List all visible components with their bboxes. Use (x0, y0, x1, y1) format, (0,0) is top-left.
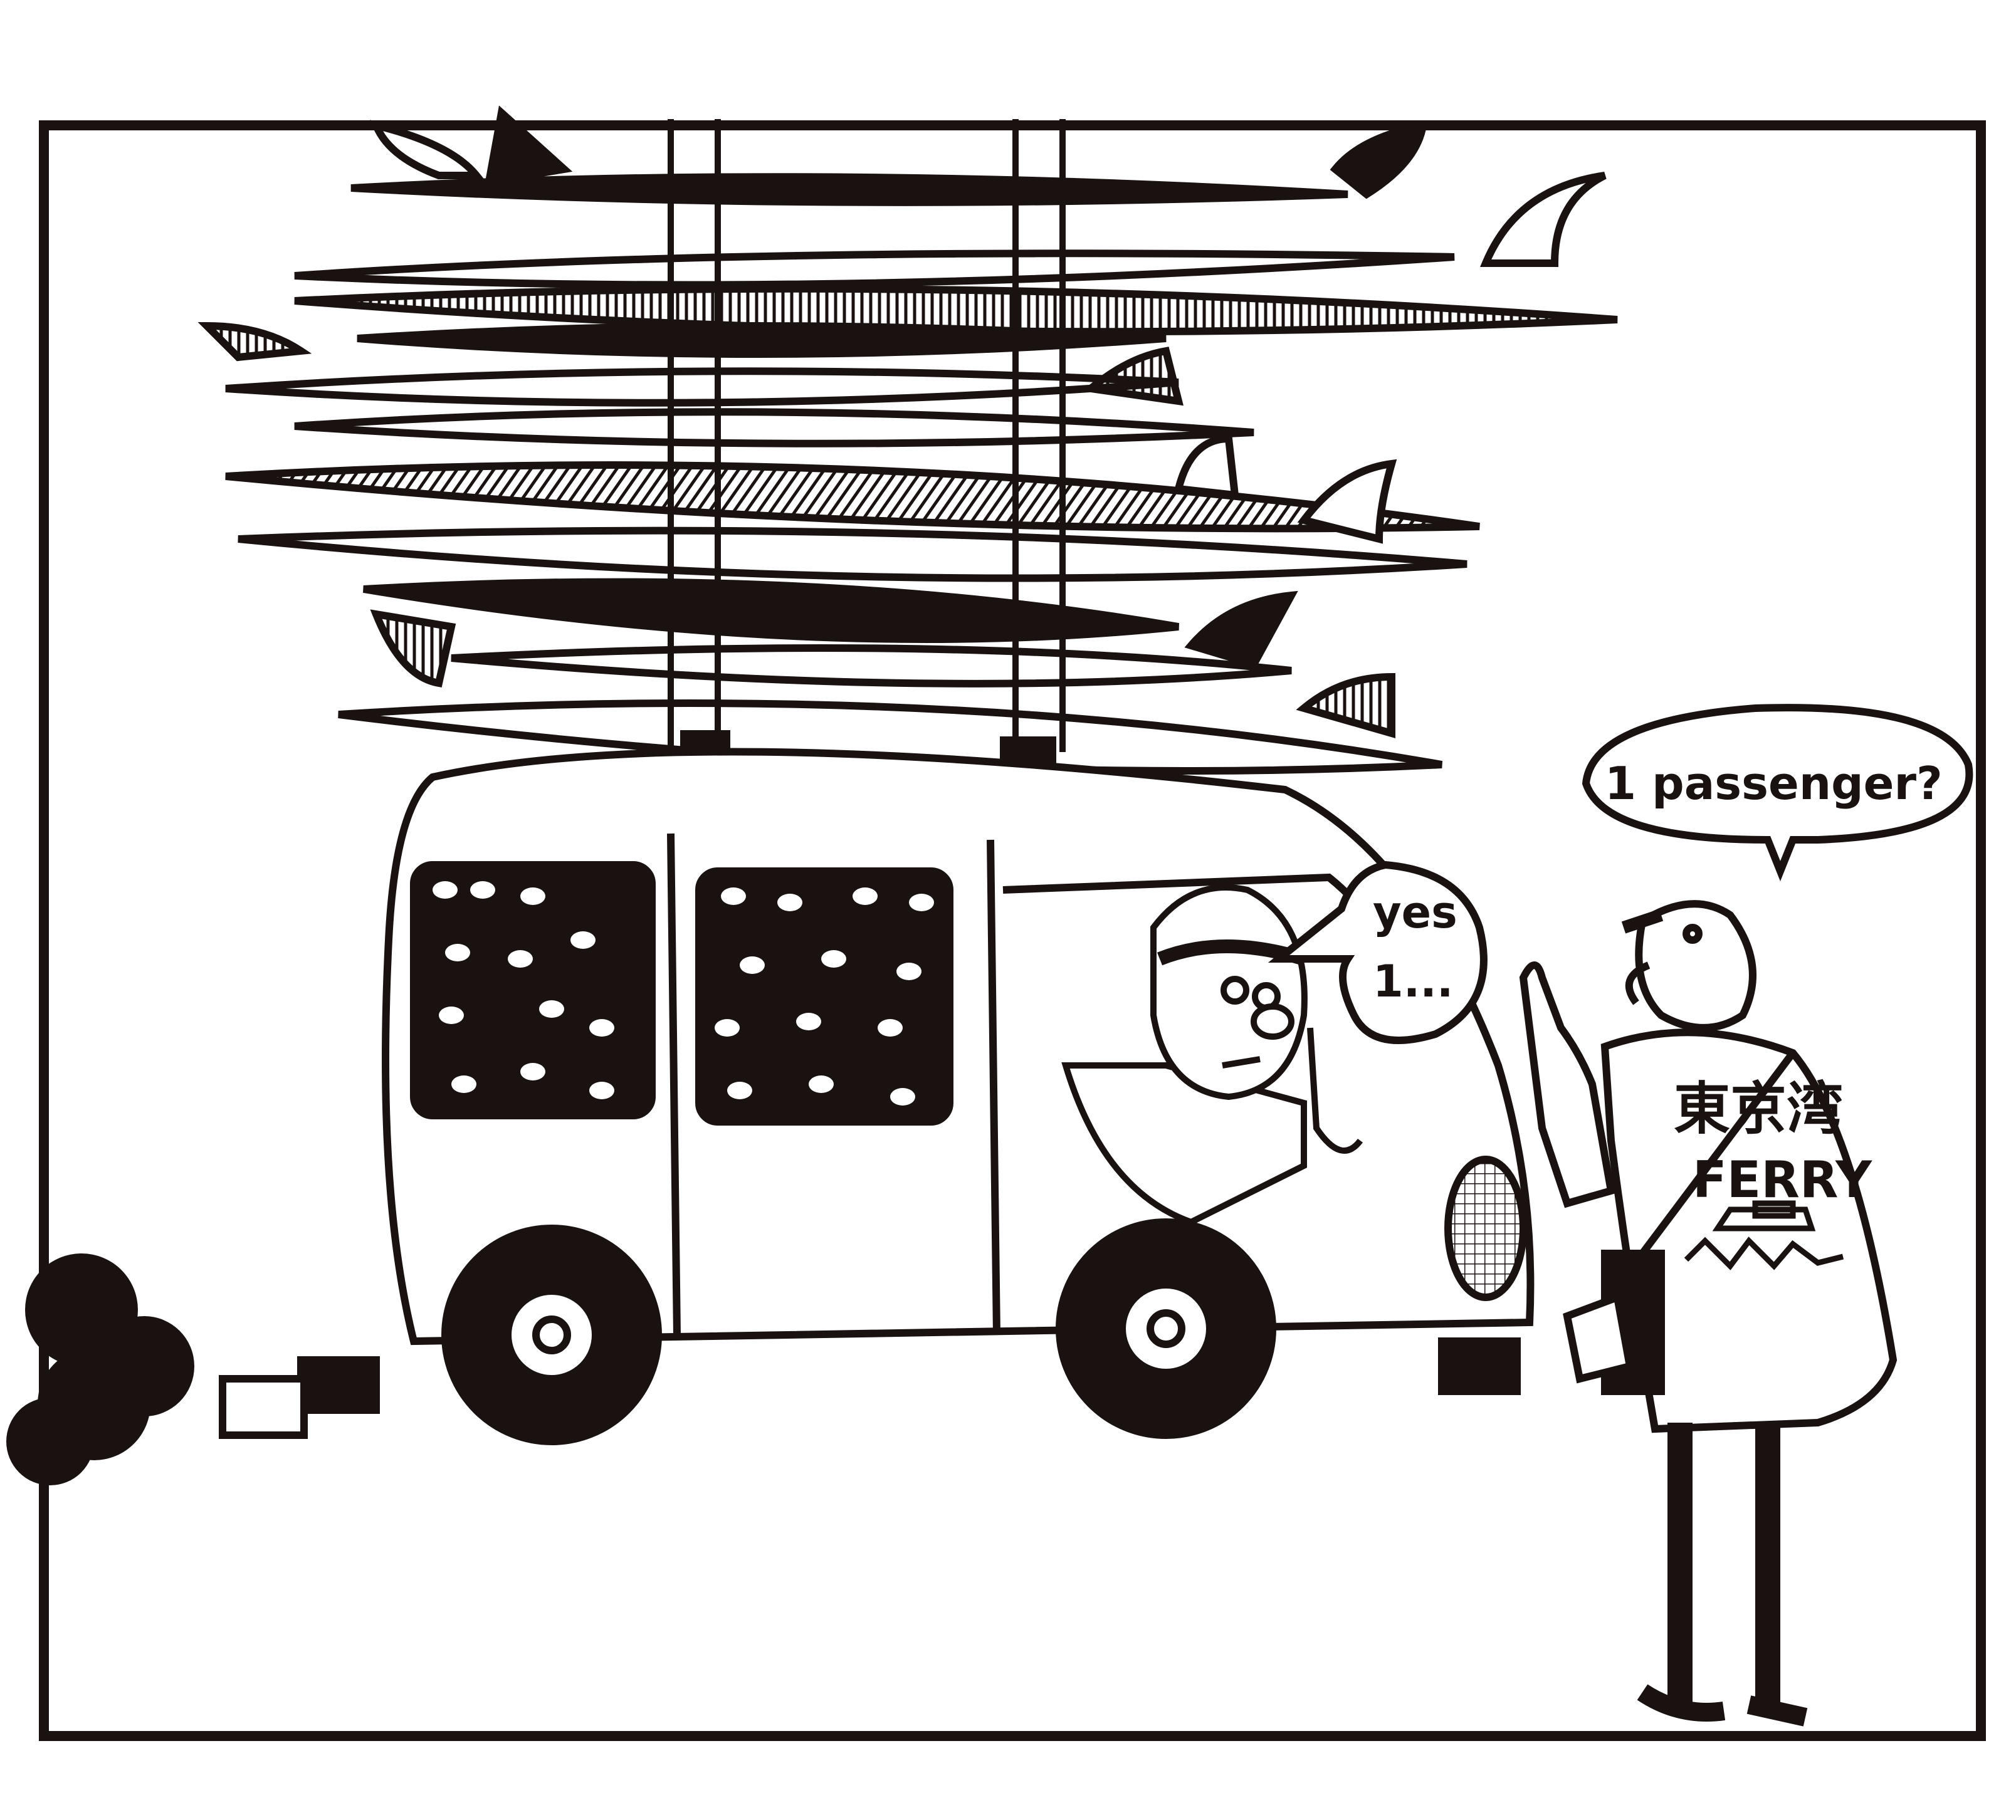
exhaust-pipe (219, 1375, 308, 1439)
van-window-rear (410, 861, 656, 1119)
side-mirror (1444, 1156, 1527, 1301)
boat-on-waves-icon (1684, 1200, 1844, 1270)
jacket-print: 東京湾 FERRY (1674, 1076, 1872, 1270)
speech-bubble-attendant: 1 passenger? (1582, 704, 1973, 882)
surfboard-stack (197, 105, 1618, 775)
jacket-kanji: 東京湾 (1674, 1076, 1843, 1142)
van-window-middle (695, 867, 953, 1126)
bubble-driver-line1: yes (1373, 887, 1457, 938)
exhaust-smoke (6, 1253, 194, 1485)
bubble-attendant-text: 1 passenger? (1605, 757, 1943, 810)
bubble-driver-line2: 1... (1373, 956, 1453, 1007)
van-driver (1061, 884, 1363, 1226)
speech-bubble-driver: yes 1... (1268, 860, 1488, 1044)
van (219, 748, 1535, 1445)
jacket-word: FERRY (1693, 1151, 1872, 1209)
eyes-in-windows (433, 881, 934, 1106)
ferry-attendant (1519, 900, 1898, 1727)
